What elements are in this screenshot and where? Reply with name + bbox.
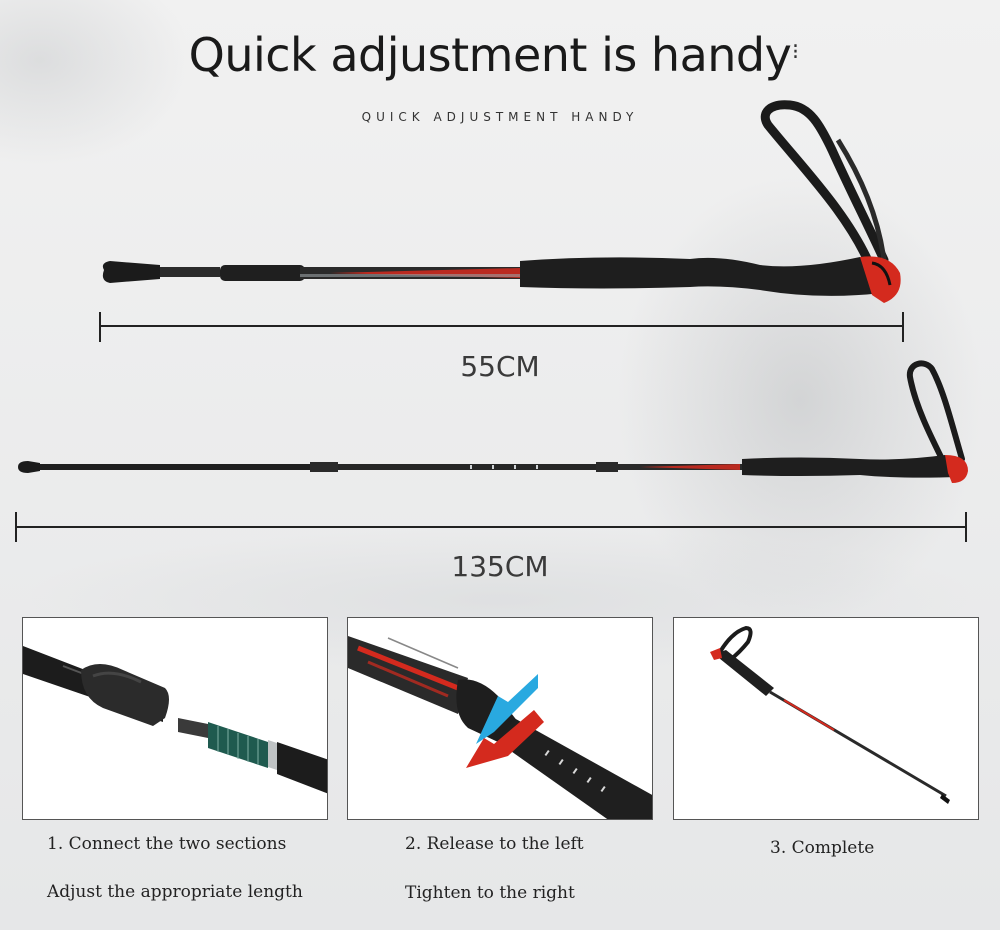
step-2-caption-line2: Tighten to the right <box>405 883 575 903</box>
step-3-image <box>673 617 979 820</box>
step-1-image <box>22 617 328 820</box>
page-title: Quick adjustment is handy <box>188 28 792 82</box>
length-label-short: 55CM <box>460 350 540 383</box>
measure-line-135 <box>15 512 967 542</box>
measure-line-55 <box>99 312 904 342</box>
folded-pole-illustration <box>102 100 901 303</box>
step-1-caption-line2: Adjust the appropriate length <box>47 882 303 902</box>
step-2-image <box>347 617 653 820</box>
extended-pole-illustration <box>18 360 968 483</box>
title-mark: ⁝ <box>792 40 799 65</box>
length-label-long: 135CM <box>451 550 549 583</box>
step-3-caption-line1: 3. Complete <box>770 838 875 858</box>
step-1-caption-line1: 1. Connect the two sections <box>47 834 287 854</box>
step-2-caption-line1: 2. Release to the left <box>405 834 584 854</box>
page-subtitle: QUICK ADJUSTMENT HANDY <box>361 110 639 124</box>
